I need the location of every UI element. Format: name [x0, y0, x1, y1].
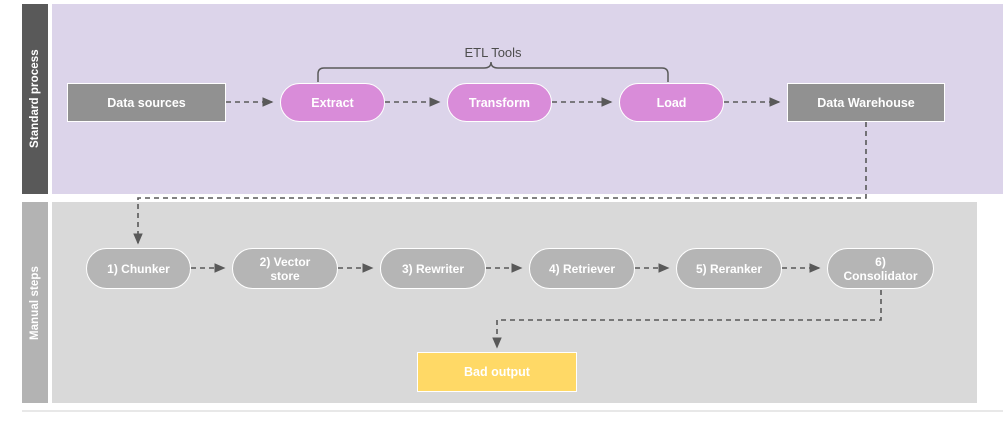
etl-tools-label: ETL Tools — [464, 45, 522, 60]
lane-label-standard-process: Standard process — [22, 4, 48, 194]
lane-label-manual-steps: Manual steps — [22, 202, 48, 403]
node-data-sources[interactable]: Data sources — [67, 83, 226, 122]
node-consolidator[interactable]: 6) Consolidator — [827, 248, 934, 289]
node-extract[interactable]: Extract — [280, 83, 385, 122]
node-reranker[interactable]: 5) Reranker — [676, 248, 782, 289]
node-retriever[interactable]: 4) Retriever — [529, 248, 635, 289]
node-rewriter[interactable]: 3) Rewriter — [380, 248, 486, 289]
bottom-divider — [22, 410, 1003, 412]
node-chunker[interactable]: 1) Chunker — [86, 248, 191, 289]
node-vector-store[interactable]: 2) Vector store — [232, 248, 338, 289]
node-data-warehouse[interactable]: Data Warehouse — [787, 83, 945, 122]
node-transform[interactable]: Transform — [447, 83, 552, 122]
node-load[interactable]: Load — [619, 83, 724, 122]
node-bad-output[interactable]: Bad output — [417, 352, 577, 392]
